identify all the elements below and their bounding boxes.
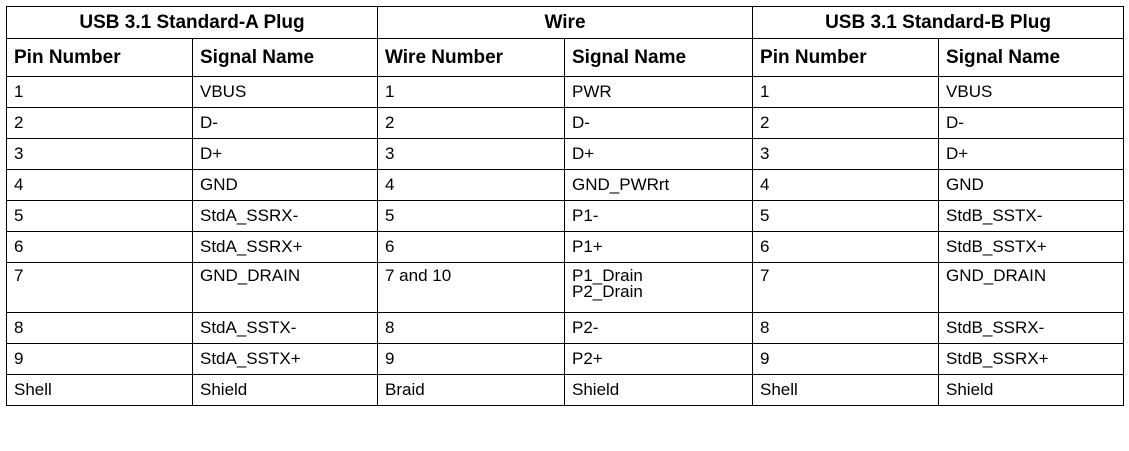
cell-wire-signal: P1_Drain P2_Drain: [563, 262, 754, 313]
cell-wire-signal: P1-: [563, 200, 754, 232]
cell-b-pin: 6: [752, 231, 940, 263]
cell-wire-signal: PWR: [563, 76, 754, 108]
cell-wire-number: 7 and 10: [377, 262, 565, 313]
cell-a-signal: StdA_SSRX+: [192, 231, 378, 263]
wire-signal-line-1: P1_Drain: [572, 266, 643, 285]
table-row: 4 GND 4 GND_PWRrt 4 GND: [6, 169, 1125, 201]
column-header-wire-number: Wire Number: [377, 38, 565, 77]
column-header-a-signal-name: Signal Name: [192, 38, 378, 77]
cell-b-pin: 5: [752, 200, 940, 232]
column-header-b-signal-name: Signal Name: [938, 38, 1125, 77]
table-row: 1 VBUS 1 PWR 1 VBUS: [6, 76, 1125, 108]
cell-a-signal: StdA_SSRX-: [192, 200, 378, 232]
table-row: 9 StdA_SSTX+ 9 P2+ 9 StdB_SSRX+: [6, 343, 1125, 375]
table-row: 2 D- 2 D- 2 D-: [6, 107, 1125, 139]
cell-a-pin: 8: [6, 312, 193, 344]
table-row: Shell Shield Braid Shield Shell Shield: [6, 374, 1125, 406]
cell-a-signal: GND: [192, 169, 378, 201]
cell-b-signal: GND: [938, 169, 1125, 201]
wire-signal-line-2: P2_Drain: [572, 282, 643, 301]
cell-b-pin: Shell: [752, 374, 940, 406]
column-header-wire-signal-name: Signal Name: [563, 38, 754, 77]
cell-a-signal: D-: [192, 107, 378, 139]
table-row: 8 StdA_SSTX- 8 P2- 8 StdB_SSRX-: [6, 312, 1125, 344]
group-header-standard-a-plug: USB 3.1 Standard-A Plug: [6, 6, 378, 39]
group-header-wire: Wire: [376, 6, 754, 39]
group-header-standard-b-plug: USB 3.1 Standard-B Plug: [752, 6, 1125, 39]
cell-b-pin: 7: [752, 262, 940, 313]
cell-wire-signal: GND_PWRrt: [563, 169, 754, 201]
cell-b-signal: GND_DRAIN: [938, 262, 1125, 313]
cell-a-pin: 2: [6, 107, 193, 139]
group-header-row: USB 3.1 Standard-A Plug Wire USB 3.1 Sta…: [6, 6, 1125, 39]
cell-wire-signal: P1+: [563, 231, 754, 263]
cell-b-signal: D+: [938, 138, 1125, 170]
cell-wire-number: 4: [377, 169, 565, 201]
column-header-a-pin-number: Pin Number: [6, 38, 193, 77]
cell-a-signal: VBUS: [192, 76, 378, 108]
cell-wire-number: 5: [377, 200, 565, 232]
cell-wire-number: 9: [377, 343, 565, 375]
cell-b-pin: 1: [752, 76, 940, 108]
cell-a-pin: 1: [6, 76, 193, 108]
cell-wire-signal: D-: [563, 107, 754, 139]
cell-wire-signal: D+: [563, 138, 754, 170]
cell-a-pin: 7: [6, 262, 193, 313]
cell-wire-number: 6: [377, 231, 565, 263]
cell-wire-signal: P2-: [563, 312, 754, 344]
cell-b-pin: 8: [752, 312, 940, 344]
cell-b-signal: Shield: [938, 374, 1125, 406]
cell-b-signal: StdB_SSTX+: [938, 231, 1125, 263]
cell-a-signal: D+: [192, 138, 378, 170]
cell-wire-number: Braid: [377, 374, 565, 406]
cell-a-pin: 5: [6, 200, 193, 232]
cell-a-pin: 6: [6, 231, 193, 263]
cell-b-signal: StdB_SSRX-: [938, 312, 1125, 344]
cell-b-pin: 2: [752, 107, 940, 139]
cell-b-signal: StdB_SSRX+: [938, 343, 1125, 375]
cell-b-signal: VBUS: [938, 76, 1125, 108]
cell-a-signal: StdA_SSTX+: [192, 343, 378, 375]
cell-a-signal: StdA_SSTX-: [192, 312, 378, 344]
cell-wire-signal: P2+: [563, 343, 754, 375]
cell-wire-number: 2: [377, 107, 565, 139]
cell-a-pin: 9: [6, 343, 193, 375]
table-row: 5 StdA_SSRX- 5 P1- 5 StdB_SSTX-: [6, 200, 1125, 232]
cell-a-signal: GND_DRAIN: [192, 262, 378, 313]
cell-wire-number: 1: [377, 76, 565, 108]
pinout-table-container: USB 3.1 Standard-A Plug Wire USB 3.1 Sta…: [6, 6, 1125, 406]
cell-wire-number: 8: [377, 312, 565, 344]
cell-a-pin: 4: [6, 169, 193, 201]
table-row: 6 StdA_SSRX+ 6 P1+ 6 StdB_SSTX+: [6, 231, 1125, 263]
cell-b-signal: StdB_SSTX-: [938, 200, 1125, 232]
usb31-pinout-table: USB 3.1 Standard-A Plug Wire USB 3.1 Sta…: [6, 6, 1125, 406]
cell-b-pin: 9: [752, 343, 940, 375]
cell-wire-signal: Shield: [563, 374, 754, 406]
table-row: 3 D+ 3 D+ 3 D+: [6, 138, 1125, 170]
table-row: 7 GND_DRAIN 7 and 10 P1_Drain P2_Drain 7…: [6, 262, 1125, 313]
cell-wire-number: 3: [377, 138, 565, 170]
cell-b-signal: D-: [938, 107, 1125, 139]
column-header-b-pin-number: Pin Number: [752, 38, 940, 77]
cell-b-pin: 3: [752, 138, 940, 170]
column-header-row: Pin Number Signal Name Wire Number Signa…: [6, 38, 1125, 77]
cell-a-pin: Shell: [6, 374, 193, 406]
cell-b-pin: 4: [752, 169, 940, 201]
cell-a-signal: Shield: [192, 374, 378, 406]
cell-a-pin: 3: [6, 138, 193, 170]
